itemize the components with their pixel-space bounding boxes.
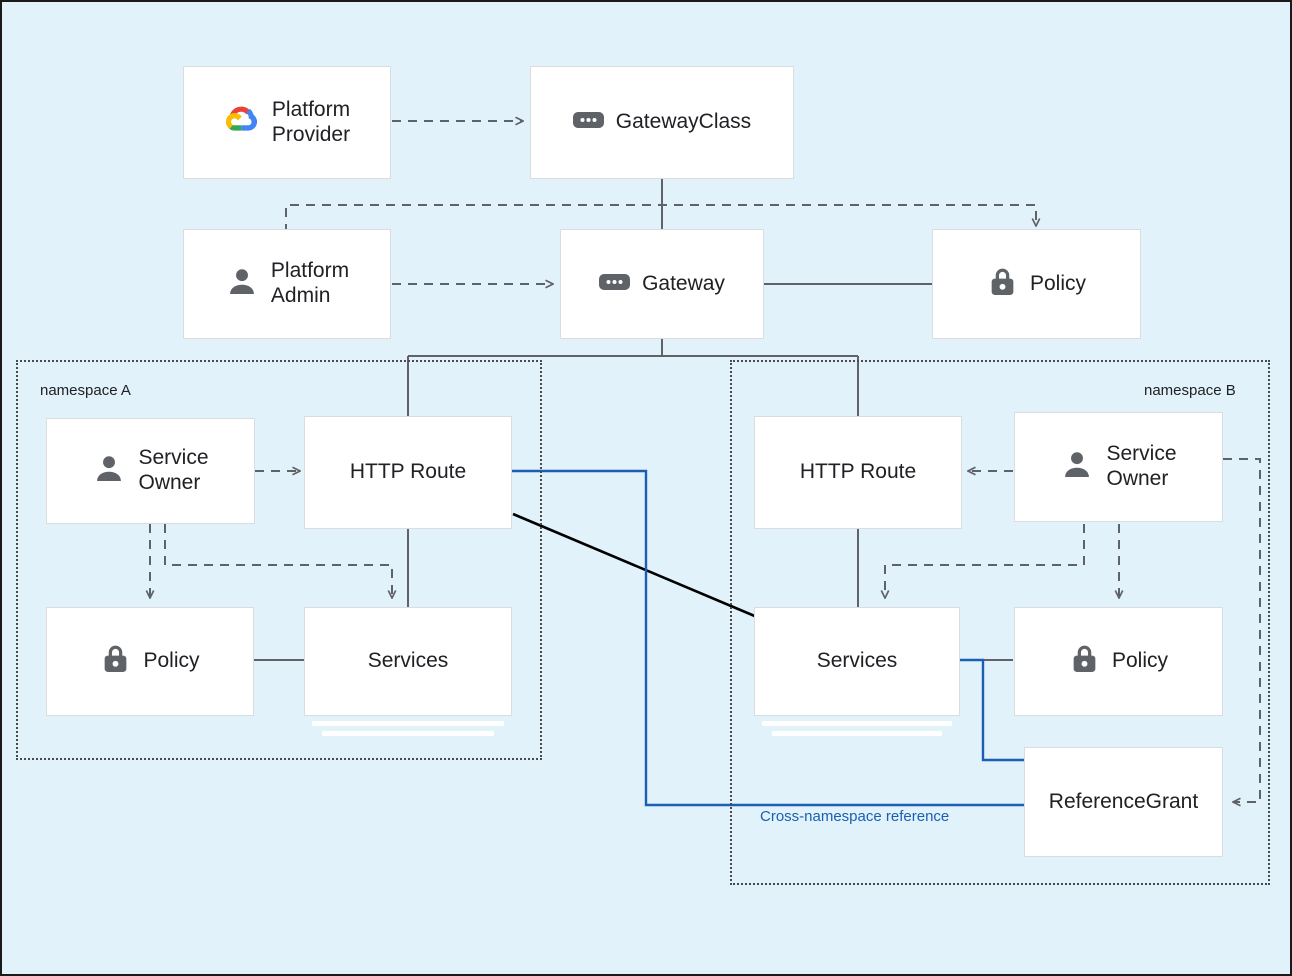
- node-label: Gateway: [642, 271, 725, 295]
- lock-icon: [100, 642, 131, 681]
- node-service-owner-b[interactable]: Service Owner: [1014, 412, 1223, 522]
- lock-icon: [987, 265, 1018, 304]
- node-label: Policy: [1111, 649, 1169, 673]
- node-platform-admin[interactable]: Platform Admin: [183, 229, 391, 339]
- node-service-owner-a[interactable]: Service Owner: [46, 418, 255, 524]
- node-label: Platform Admin: [270, 259, 350, 307]
- node-label: HTTP Route: [799, 460, 917, 484]
- node-policy-a[interactable]: Policy: [46, 607, 254, 716]
- node-reference-grant[interactable]: ReferenceGrant: [1024, 747, 1223, 857]
- google-cloud-icon: [224, 105, 260, 140]
- node-label: Policy: [1029, 271, 1087, 295]
- resource-chip-icon: [599, 272, 631, 297]
- namespace-b-label: namespace B: [1144, 382, 1236, 399]
- node-label: HTTP Route: [349, 460, 467, 484]
- node-label: ReferenceGrant: [1048, 789, 1199, 813]
- node-label: GatewayClass: [615, 110, 752, 134]
- services-a-stack-sheet-2: [322, 731, 494, 736]
- node-label: Policy: [143, 649, 200, 673]
- lock-icon: [1069, 642, 1100, 681]
- node-label: Service Owner: [138, 446, 209, 494]
- namespace-b-frame: [730, 360, 1270, 885]
- node-policy-top[interactable]: Policy: [932, 229, 1141, 339]
- resource-chip-icon: [572, 110, 604, 135]
- namespace-a-frame: [16, 360, 542, 760]
- person-icon: [92, 452, 126, 491]
- node-gatewayclass[interactable]: GatewayClass: [530, 66, 794, 179]
- edge-route-a-to-services-b: [512, 512, 758, 619]
- node-http-route-a[interactable]: HTTP Route: [304, 416, 512, 529]
- node-label: Services: [816, 649, 898, 673]
- node-label: Platform Provider: [271, 97, 351, 146]
- person-icon: [225, 265, 259, 304]
- node-services-b[interactable]: Services: [754, 607, 960, 716]
- node-platform-provider[interactable]: Platform Provider: [183, 66, 391, 179]
- services-b-stack-sheet-2: [772, 731, 942, 736]
- person-icon: [1060, 448, 1094, 487]
- node-policy-b[interactable]: Policy: [1014, 607, 1223, 716]
- node-http-route-b[interactable]: HTTP Route: [754, 416, 962, 529]
- services-b-stack-sheet-1: [762, 721, 952, 726]
- services-a-stack-sheet-1: [312, 721, 504, 726]
- namespace-a-label: namespace A: [40, 382, 131, 399]
- node-label: Services: [367, 649, 449, 673]
- cross-namespace-reference-label: Cross-namespace reference: [760, 808, 950, 825]
- node-gateway[interactable]: Gateway: [560, 229, 764, 339]
- node-services-a[interactable]: Services: [304, 607, 512, 716]
- node-label: Service Owner: [1106, 442, 1177, 490]
